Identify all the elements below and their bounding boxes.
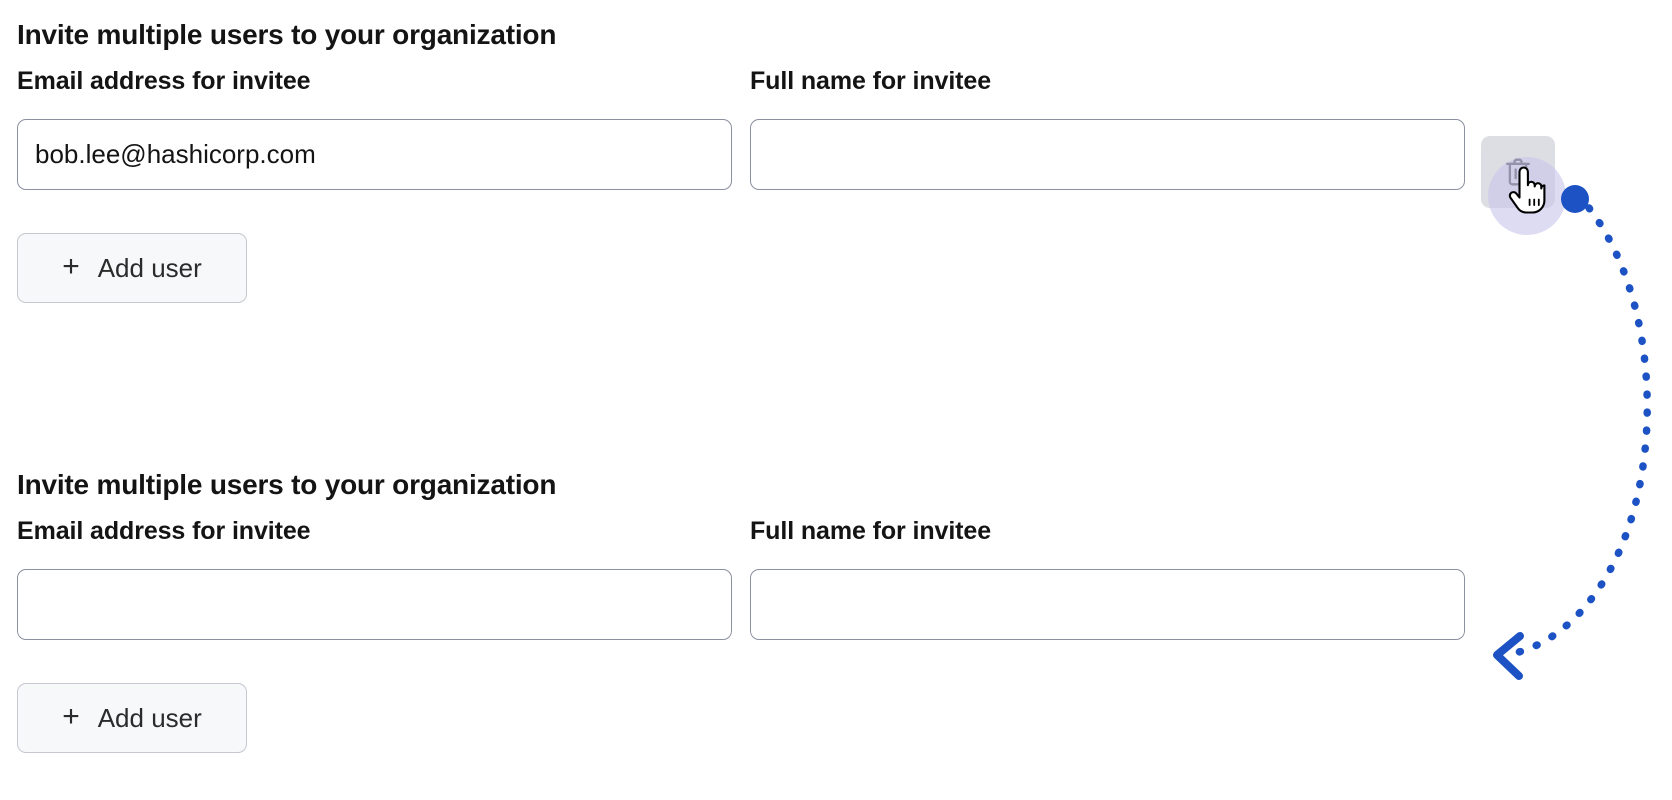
plus-icon: + <box>62 250 80 283</box>
email-field-group: Email address for invitee <box>17 516 732 640</box>
email-field-group: Email address for invitee <box>17 66 732 190</box>
full-name-field-label: Full name for invitee <box>750 67 992 95</box>
full-name-input[interactable] <box>750 569 1465 640</box>
full-name-field-label: Full name for invitee <box>750 517 992 545</box>
email-field-label: Email address for invitee <box>17 67 311 95</box>
email-field-label: Email address for invitee <box>17 517 311 545</box>
add-user-button-label: Add user <box>97 252 202 283</box>
section-title: Invite multiple users to your organizati… <box>17 469 557 500</box>
invitee-row: Email address for invitee Full name for … <box>17 516 1657 661</box>
email-input[interactable] <box>17 119 732 190</box>
add-user-button-label: Add user <box>97 702 202 733</box>
delete-invitee-button[interactable] <box>1481 136 1555 208</box>
email-input[interactable] <box>17 569 732 640</box>
invitee-row: Email address for invitee Full name for … <box>17 66 1657 211</box>
trash-icon <box>1503 156 1533 188</box>
add-user-button[interactable]: + Add user <box>17 683 247 753</box>
section-title: Invite multiple users to your organizati… <box>17 19 557 50</box>
full-name-input[interactable] <box>750 119 1465 190</box>
full-name-field-group: Full name for invitee <box>750 516 1465 640</box>
add-user-button[interactable]: + Add user <box>17 233 247 303</box>
full-name-field-group: Full name for invitee <box>750 66 1465 190</box>
plus-icon: + <box>62 700 80 733</box>
